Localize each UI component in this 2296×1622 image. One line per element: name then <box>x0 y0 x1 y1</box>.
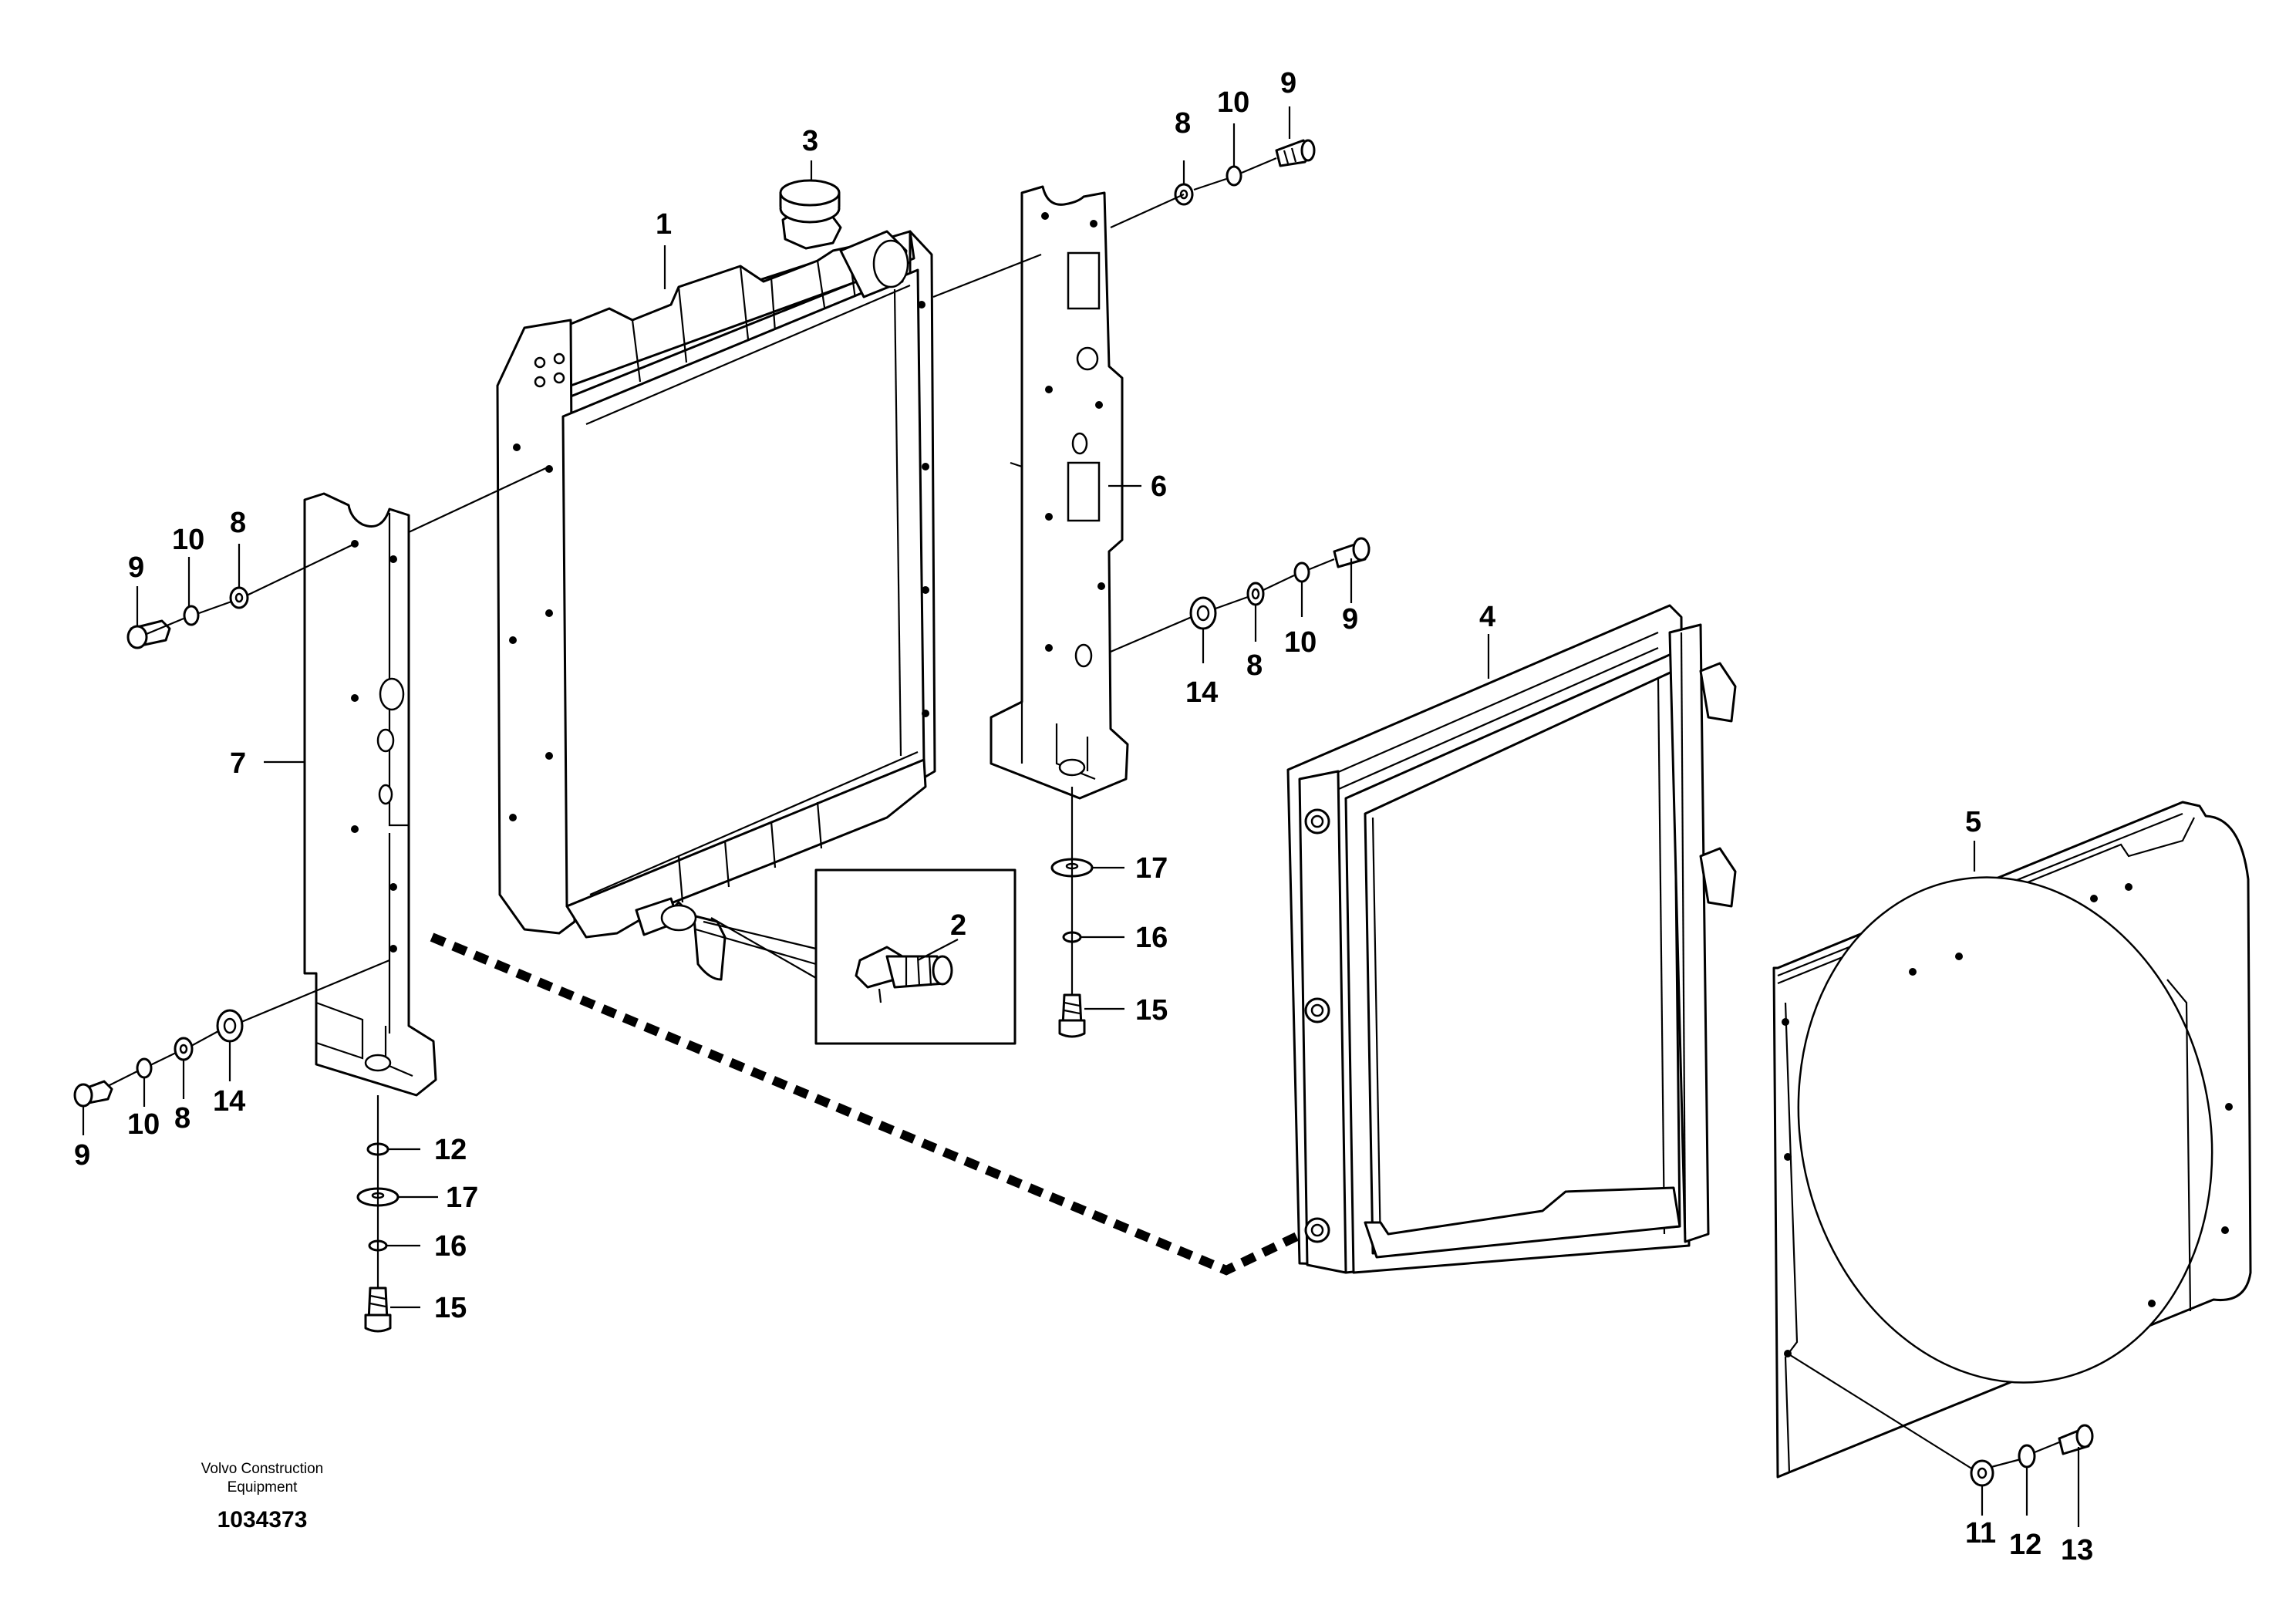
callout-7: 7 <box>230 747 246 780</box>
callout-10-lower: 10 <box>127 1108 160 1141</box>
callout-12-left: 12 <box>434 1134 467 1166</box>
callout-10-top: 10 <box>1217 86 1249 119</box>
callout-16-right: 16 <box>1135 922 1168 954</box>
left-bracket-part-7 <box>303 492 437 1097</box>
callout-5: 5 <box>1965 806 1981 838</box>
callout-14-lower: 14 <box>213 1085 245 1118</box>
callout-labels: 1 3 6 7 4 5 2 8 10 9 9 10 8 14 8 10 9 17… <box>74 67 2093 1566</box>
assembly-dashed-line <box>430 932 1307 1276</box>
callout-8-left: 8 <box>230 507 246 539</box>
callout-15-left: 15 <box>434 1292 467 1324</box>
callout-10-right: 10 <box>1284 626 1317 659</box>
callout-8-right: 8 <box>1246 649 1263 682</box>
callout-17-left: 17 <box>446 1182 478 1214</box>
callout-12-shroud: 12 <box>2009 1529 2041 1561</box>
callout-6: 6 <box>1151 470 1167 503</box>
callout-9-top: 9 <box>1280 67 1296 99</box>
callout-1: 1 <box>656 208 672 241</box>
callout-9-right: 9 <box>1342 603 1358 636</box>
callout-10-left: 10 <box>172 524 204 556</box>
company-name-line1: Volvo Construction <box>201 1461 323 1477</box>
fasteners <box>73 139 2094 1487</box>
company-name-line2: Equipment <box>228 1479 298 1496</box>
callout-15-right: 15 <box>1135 994 1168 1027</box>
callout-4: 4 <box>1479 601 1495 633</box>
document-number: 1034373 <box>217 1507 308 1533</box>
footer: Volvo Construction Equipment 1034373 <box>201 1461 323 1533</box>
radiator-cap-part-3 <box>779 179 842 250</box>
callout-9-lower: 9 <box>74 1139 90 1172</box>
callout-17-right: 17 <box>1135 852 1168 885</box>
radiator-part-1 <box>496 179 936 981</box>
callout-9-left: 9 <box>128 551 144 584</box>
callout-8-top: 8 <box>1175 107 1191 140</box>
callout-13: 13 <box>2061 1534 2093 1566</box>
callout-16-left: 16 <box>434 1230 467 1263</box>
right-bracket-part-6 <box>990 185 1129 800</box>
cooler-part-4 <box>1286 604 1737 1274</box>
callout-leaders <box>82 106 2080 1527</box>
callout-3: 3 <box>802 125 818 157</box>
assembly-lines <box>107 157 2060 1470</box>
callout-2: 2 <box>950 909 966 942</box>
callout-8-lower: 8 <box>174 1102 190 1135</box>
callout-14-right: 14 <box>1185 676 1218 709</box>
sensor-inset-part-2 <box>695 868 1017 1045</box>
callout-11: 11 <box>1965 1517 1996 1549</box>
fan-shroud-part-5 <box>1772 801 2252 1479</box>
